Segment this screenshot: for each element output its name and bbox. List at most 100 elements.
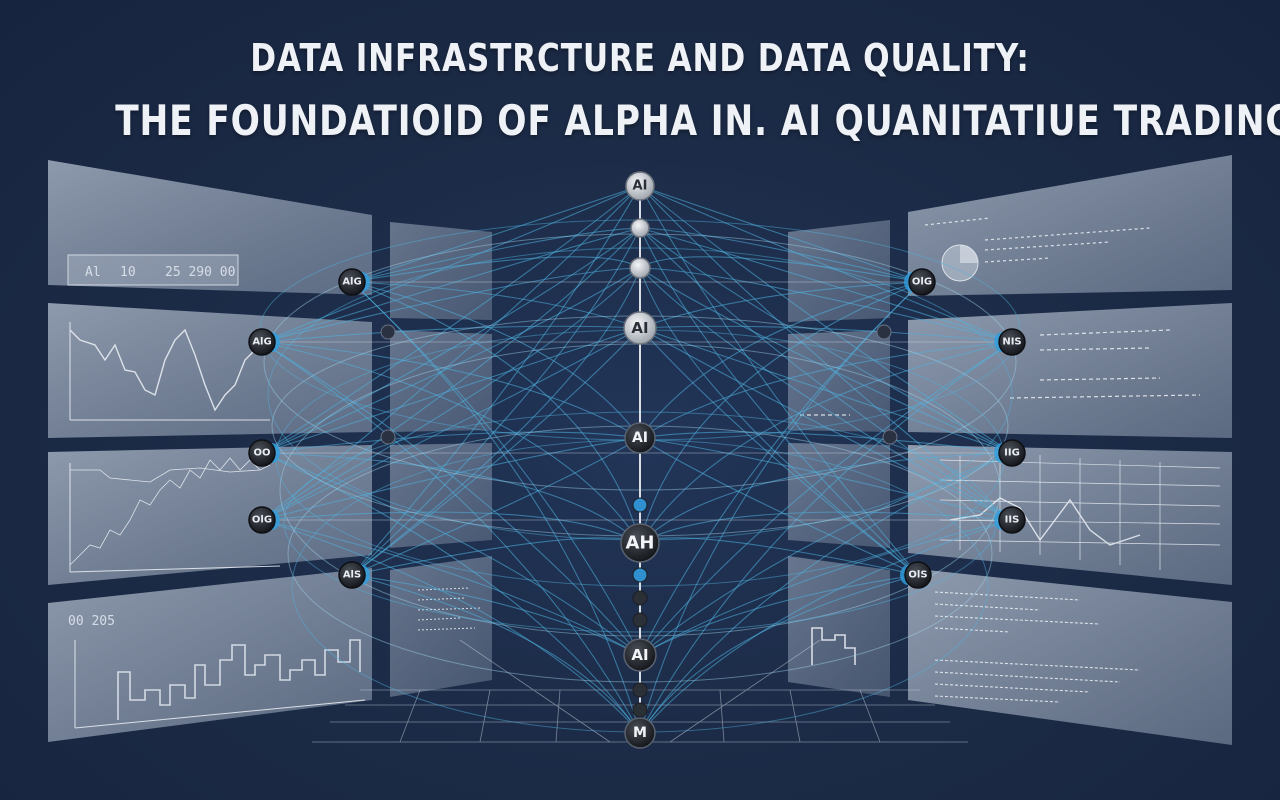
connection-curve [639,227,923,283]
connection-curve [261,267,641,343]
junction-dot [876,324,892,340]
readout-box [67,254,239,286]
side-node-disc [248,506,276,534]
side-node-disc [338,561,366,589]
spine-bead [632,612,648,628]
spine-node-disc [623,311,657,345]
connection-curve [639,341,1013,656]
spine-bead [632,567,648,583]
panel-left-inner-2 [390,330,492,432]
panel-left-1 [48,160,372,295]
spine-bead [632,682,648,698]
connection-curve [261,185,641,521]
connection-curve [261,519,641,656]
right-outer-panels [908,155,1232,745]
connection-curve [261,452,641,734]
readout-text-1: Al [85,265,101,280]
side-node: AlS [338,561,370,589]
side-node-disc [998,439,1026,467]
connection-curve [639,327,919,576]
line-chart-left [69,328,266,412]
connection-curve [261,227,641,454]
connection-curve [351,227,641,576]
connection-curve [639,327,1013,454]
left-outer-panels [48,160,372,742]
connection-curve [351,574,641,734]
bottom-left-panel-label: 00 205 [68,614,115,629]
side-node-label: OlS [908,570,927,581]
left-inner-panels [390,222,492,697]
connection-curve [351,267,641,576]
readout-text-3: 25 290 00 [165,265,235,280]
connection-curve [639,341,1013,439]
spine-node-label: AI [633,179,648,194]
connection-curve [639,267,919,576]
side-node-label: AlG [342,277,361,288]
connection-curve [639,227,1013,454]
connection-curve [351,227,641,283]
connection-curve [351,185,641,283]
spine-node-disc [624,422,656,454]
connection-curve [639,452,1013,544]
side-node: AlG [338,268,370,296]
panel-right-inner-4 [788,556,890,697]
connection-curve [639,227,1013,521]
panel-left-3 [48,445,372,585]
panel-right-3 [908,445,1232,585]
connection-curve [639,185,923,283]
side-node: AlG [248,328,280,356]
connection-curve [639,185,1013,521]
spine-bead [632,590,648,606]
spine-node-disc [629,257,651,279]
connection-curve [639,281,923,544]
connection-curve [639,267,1013,454]
spine-node-label: AH [626,533,655,554]
spine-node: AI [623,638,657,672]
connection-curve [261,341,641,734]
spine-node: M [624,717,656,749]
connection-curve [261,267,641,454]
connection-curve [261,341,641,656]
panel-left-inner-1 [390,222,492,320]
connection-curve [351,327,641,576]
connection-curve [639,574,919,656]
side-node: OlG [904,268,936,296]
connection-curve [639,227,919,576]
connection-curve [351,185,641,576]
junction-dot [380,429,396,445]
connection-curve [639,452,1013,734]
side-node-label: OlG [252,515,272,526]
spine-node-disc [625,171,655,201]
spine-node: AI [623,311,657,345]
connection-curve [639,267,1013,521]
side-node: OO [248,439,280,467]
connection-curve [639,185,1013,454]
side-node-disc [248,439,276,467]
connection-curve [639,227,1013,343]
side-node-label: NIS [1002,337,1021,348]
side-node-label: OO [253,448,270,459]
bar-chart-left [117,639,361,720]
spine-node-disc [620,523,660,563]
connection-curve [639,574,919,734]
spine-node-disc [624,717,656,749]
connection-curve [351,281,641,734]
side-node-label: AlG [252,337,271,348]
spine-node [629,257,651,279]
panel-left-2 [48,303,372,438]
spine-node: AI [625,171,655,201]
side-node-label: OlG [912,277,932,288]
junction-dot [380,324,396,340]
spine-node-label: AI [632,430,648,446]
connection-curve [261,511,641,544]
spine-node [630,218,650,238]
spine-node: AH [620,523,660,563]
side-node-label: IIG [1004,448,1020,459]
connection-curve [639,325,1013,343]
grid-chart-right [939,455,1221,570]
connection-curve [261,227,641,521]
connection-curve [261,185,641,454]
side-node: OlG [248,506,280,534]
side-node-label: IIS [1005,515,1020,526]
